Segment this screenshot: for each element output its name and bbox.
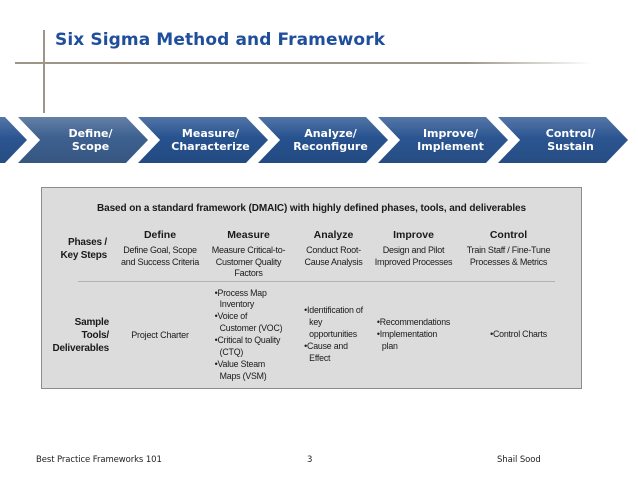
chevron-lead-fragment: [0, 117, 27, 163]
tool-item: Critical to Quality (CTQ): [215, 335, 283, 359]
tool-item: Process Map Inventory: [215, 288, 283, 312]
tool-item: Control Charts: [490, 329, 547, 341]
key-step-text: Conduct Root- Cause Analysis: [304, 245, 363, 267]
tool-item: Identification of key opportunities: [304, 305, 363, 341]
key-step-text: Measure Critical-to- Customer Quality Fa…: [211, 245, 286, 279]
table-caption: Based on a standard framework (DMAIC) wi…: [97, 202, 526, 214]
chevron-label: Measure/ Characterize: [171, 126, 250, 153]
tool-list: Control Charts: [490, 329, 547, 341]
tool-list: Recommendations Implementation plan: [377, 317, 451, 353]
column-measure: Measure Measure Critical-to- Customer Qu…: [201, 224, 296, 281]
row-label-phases-key-steps: Phases / Key Steps: [60, 236, 107, 261]
title-vertical-rule: [43, 30, 45, 113]
tool-item: Project Charter: [131, 330, 189, 340]
chevron-measure-characterize: Measure/ Characterize: [138, 117, 268, 163]
tool-item: Recommendations: [377, 317, 451, 329]
slide-title: Six Sigma Method and Framework: [55, 30, 386, 50]
column-analyze: Analyze Conduct Root- Cause Analysis: [296, 224, 371, 281]
column-improve: Improve Design and Pilot Improved Proces…: [371, 224, 456, 281]
tool-item: Voice of Customer (VOC): [215, 311, 283, 335]
tools-improve: Recommendations Implementation plan: [371, 282, 456, 388]
key-step-text: Define Goal, Scope and Success Criteria: [120, 245, 200, 267]
tools-measure: Process Map Inventory Voice of Customer …: [201, 282, 296, 388]
column-control: Control Train Staff / Fine-Tune Processe…: [456, 224, 581, 281]
chevron-analyze-reconfigure: Analyze/ Reconfigure: [258, 117, 388, 163]
tool-item: Value Steam Maps (VSM): [215, 359, 283, 383]
chevron-define-scope: Define/ Scope: [18, 117, 148, 163]
tools-control: Control Charts: [456, 282, 581, 388]
footer-page-number: 3: [307, 455, 313, 465]
tool-list: Process Map Inventory Voice of Customer …: [215, 288, 283, 383]
chevron-label: Analyze/ Reconfigure: [293, 126, 368, 153]
column-header: Control: [489, 229, 528, 241]
chevron-control-sustain: Control/ Sustain: [498, 117, 628, 163]
process-flow: Define/ Scope Measure/ Characterize Anal…: [0, 117, 638, 163]
column-define: Define Define Goal, Scope and Success Cr…: [119, 224, 201, 281]
column-header: Measure: [227, 229, 270, 241]
chevron-label: Define/ Scope: [68, 126, 113, 153]
column-header: Improve: [393, 229, 434, 241]
dmaic-framework-table: Based on a standard framework (DMAIC) wi…: [41, 187, 582, 389]
tools-define: Project Charter: [119, 282, 201, 388]
key-step-text: Train Staff / Fine-Tune Processes & Metr…: [466, 245, 551, 267]
title-horizontal-rule: [15, 62, 592, 64]
footer-author: Shail Sood: [497, 455, 541, 465]
tools-analyze: Identification of key opportunities Caus…: [296, 282, 371, 388]
column-header: Analyze: [313, 229, 354, 241]
key-step-text: Design and Pilot Improved Processes: [374, 245, 453, 267]
footer-course-name: Best Practice Frameworks 101: [36, 455, 162, 465]
table-row-divider: [78, 281, 555, 282]
chevron-improve-implement: Improve/ Implement: [378, 117, 508, 163]
tool-list: Identification of key opportunities Caus…: [304, 305, 363, 364]
chevron-label: Improve/ Implement: [417, 126, 484, 153]
tool-item: Implementation plan: [377, 329, 450, 353]
chevron-label: Control/ Sustain: [545, 126, 596, 153]
tool-item: Cause and Effect: [304, 341, 363, 365]
column-header: Define: [143, 229, 177, 241]
row-label-sample-tools: Sample Tools/ Deliverables: [52, 316, 109, 354]
